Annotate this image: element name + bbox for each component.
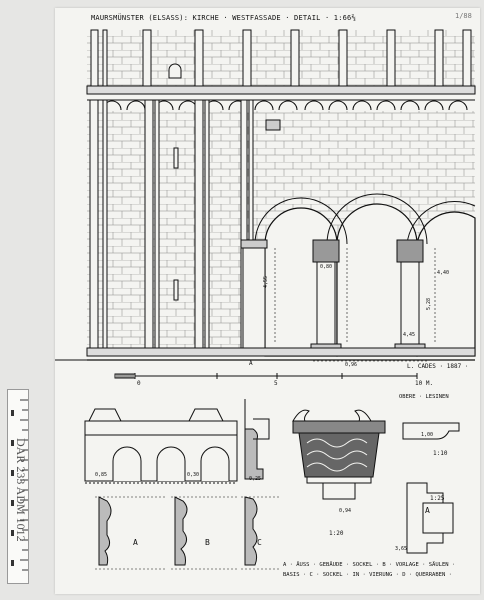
- dim-c: 0,80: [320, 264, 333, 270]
- facade-elevation: [55, 29, 476, 362]
- corner-mark: 1/88: [455, 12, 472, 20]
- label-a-top: A: [249, 360, 253, 367]
- scale-label-25: 1:25: [430, 495, 445, 502]
- scale-mid: 5: [274, 380, 278, 387]
- scale-label-10: 1:10: [433, 450, 448, 457]
- scale-end: 10 M.: [415, 380, 434, 387]
- measuring-ruler: [7, 389, 29, 584]
- dim-d: 4,40: [437, 270, 450, 276]
- profile-label-c: C: [257, 538, 262, 547]
- profile-label-b: B: [205, 538, 210, 547]
- dim-j: 0,85: [95, 472, 108, 478]
- scale-label-20: 1:20: [329, 530, 344, 537]
- plan-label-a: A: [425, 506, 430, 515]
- dim-h: 0,94: [339, 508, 352, 514]
- legend-line-1: A · ÄUSS · GEBÄUDE · SOCKEL · B · VORLAG…: [283, 562, 456, 568]
- label-obere-lesinen: OBERE · LESINEN: [399, 394, 449, 400]
- dim-g: 1,00: [421, 432, 434, 438]
- profile-label-a: A: [133, 538, 138, 547]
- dim-f: 0,96: [345, 362, 358, 368]
- sheet-title: MAURSMÜNSTER (ELSASS): KIRCHE · WESTFASS…: [91, 14, 356, 22]
- dim-k: 0,30: [187, 472, 200, 478]
- dim-b: 5,28: [426, 297, 432, 310]
- dim-a: 4,55: [263, 275, 269, 288]
- scale-bar: [114, 373, 418, 379]
- dim-i: 3,65: [395, 546, 408, 552]
- dim-l: 0,25: [249, 476, 262, 482]
- ruler-ticks: [11, 399, 28, 571]
- archive-stamp: DAR 233 ADM 1012: [14, 438, 28, 542]
- signature: L. CADES · 1887 ·: [407, 363, 469, 370]
- dim-e: 4,45: [403, 332, 416, 338]
- drawing-sheet: MAURSMÜNSTER (ELSASS): KIRCHE · WESTFASS…: [55, 8, 480, 594]
- legend-line-2: BASIS · C · SOCKEL · IN · VIERUNG · D · …: [283, 572, 452, 578]
- detail-drawings: [84, 399, 460, 570]
- scale-start: 0: [137, 380, 141, 387]
